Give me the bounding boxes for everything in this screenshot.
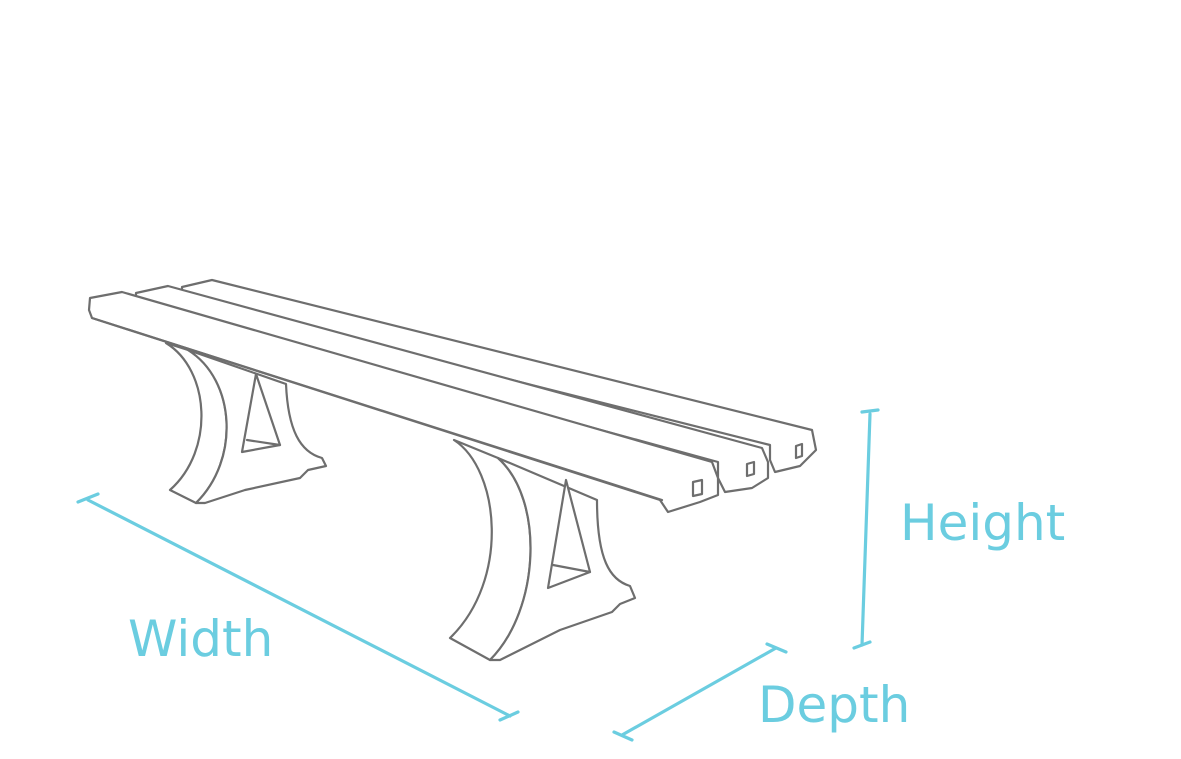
- depth-label: Depth: [758, 676, 911, 734]
- width-dimension-line: [76, 492, 520, 722]
- front-slat: [87, 290, 720, 514]
- left-leg: [164, 341, 328, 505]
- height-dimension-line: [852, 408, 880, 650]
- depth-dimension-line: [612, 642, 788, 742]
- right-leg: [448, 438, 637, 662]
- height-label: Height: [900, 494, 1066, 552]
- width-label: Width: [128, 610, 274, 668]
